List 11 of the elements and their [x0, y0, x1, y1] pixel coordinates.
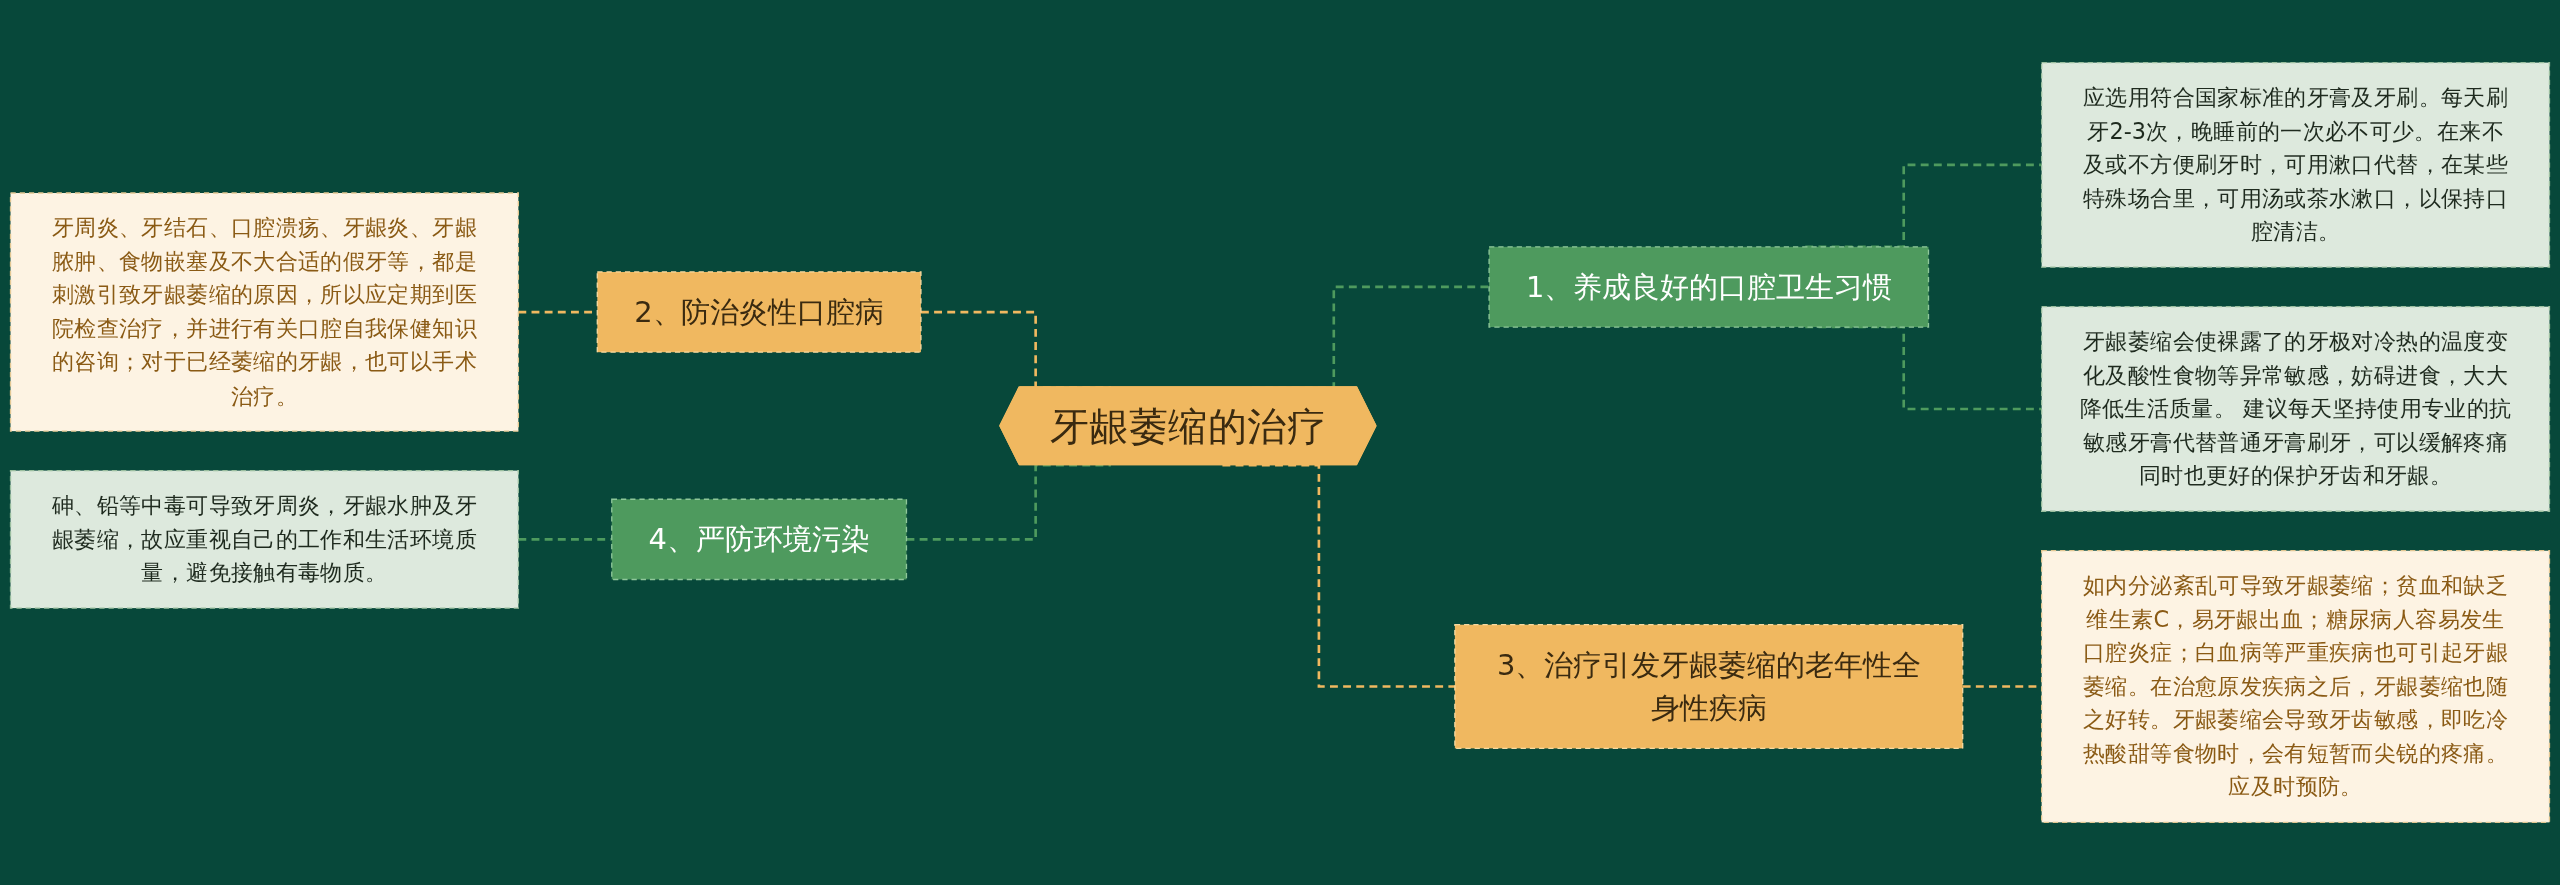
node-box: 3、治疗引发牙龈萎缩的老年性全身性疾病 — [1454, 624, 1964, 750]
node-box: 砷、铅等中毒可导致牙周炎，牙龈水肿及牙龈萎缩，故应重视自己的工作和生活环境质量，避免接触有毒物质。 — [9, 469, 519, 609]
node-box: 牙周炎、牙结石、口腔溃疡、牙龈炎、牙龈脓肿、食物嵌塞及不大合适的假牙等，都是刺激引致牙龈萎缩的原因，所以应定期到医院检查治疗，并进行有关口腔自我保健知识的咨询；对于已经萎缩的牙龈，也可以手术治疗。 — [9, 192, 519, 432]
node-box: 2、防治炎性口腔病 — [596, 271, 922, 353]
connector — [1222, 463, 1455, 688]
node-box: 牙龈萎缩会使裸露了的牙极对冷热的温度变化及酸性食物等异常敏感，妨碍进食，大大降低生活质量。 建议每天坚持使用专业的抗敏感牙膏代替普通牙膏刷牙，可以缓解疼痛同时也更好的保护牙齿和牙龈。 — [2041, 306, 2551, 512]
node-box: 4、严防环境污染 — [611, 498, 908, 581]
connector — [906, 463, 1111, 541]
node-box: 1、养成良好的口腔卫生习惯 — [1488, 246, 1930, 328]
node-box: 应选用符合国家标准的牙膏及牙刷。每天刷牙2-3次，晚睡前的一次必不可少。在来不及或不方便刷牙时，可用漱口代替，在某些特殊场合里，可用汤或茶水漱口，以保持口腔清洁。 — [2041, 61, 2551, 268]
node-box: 如内分泌紊乱可导致牙龈萎缩；贫血和缺乏维生素C，易牙龈出血；糖尿病人容易发生口腔炎症；白血病等严重疾病也可引起牙龈萎缩。在治愈原发疾病之后，牙龈萎缩也随之好转。牙龈萎缩会导致牙齿敏感，即吃冷热酸甜等食物时，会有短暂而尖锐的疼痛。应及时预防。 — [2041, 550, 2551, 824]
